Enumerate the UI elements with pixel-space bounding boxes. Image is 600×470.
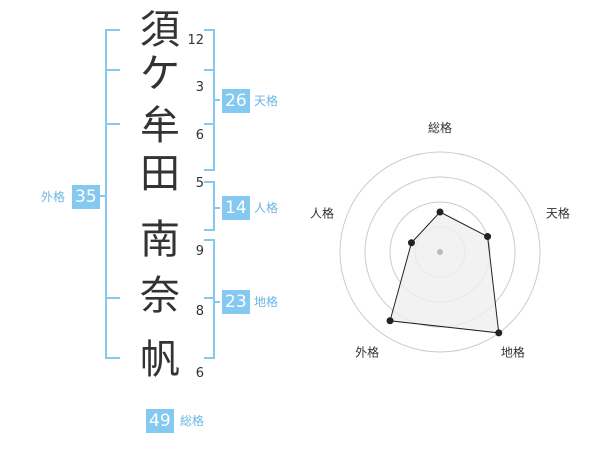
gaikaku-label: 外格 [41,190,66,204]
radar-point [495,329,503,337]
chikaku-value: 23 [222,290,250,314]
radar-axis-label: 総格 [428,120,452,135]
radar-axis-label: 地格 [501,344,525,359]
radar-center-dot [437,249,443,255]
radar-ring [364,176,516,328]
stroke-count: 6 [195,366,204,381]
radar-point [407,239,415,247]
name-char: 南 [140,217,180,263]
stroke-count: 9 [195,244,204,259]
tenkaku-bracket [204,29,215,171]
name-char: 牟 [140,103,180,149]
stroke-count: 3 [195,80,204,95]
name-char: 田 [140,151,180,197]
tenkaku-value: 26 [222,89,250,113]
jinkaku-bracket [204,181,215,231]
stroke-count: 6 [195,128,204,143]
tenkaku-label: 天格 [254,94,279,108]
stroke-count: 12 [187,33,204,48]
radar-ring [339,151,541,353]
radar-axis-label: 外格 [355,344,379,359]
gaikaku-value: 35 [72,185,100,209]
name-char: 奈 [140,273,180,319]
jinkaku-label: 人格 [254,201,279,215]
gaikaku-bracket [105,29,120,359]
jinkaku-value: 14 [222,196,250,220]
name-char: 帆 [140,337,180,383]
name-char: ケ [140,51,180,97]
radar-point [484,233,492,241]
chikaku-label: 地格 [254,295,279,309]
radar-axis-label: 天格 [546,206,570,221]
radar-axis-label: 人格 [310,206,334,221]
stroke-count: 8 [195,304,204,319]
radar-point [386,317,394,325]
stroke-count: 5 [195,176,204,191]
name-char: 須 [140,7,180,53]
radar-point [436,208,444,216]
soukaku-value: 49 [146,409,174,433]
radar-series-polygon [389,211,500,334]
soukaku-label: 総格 [180,414,205,428]
